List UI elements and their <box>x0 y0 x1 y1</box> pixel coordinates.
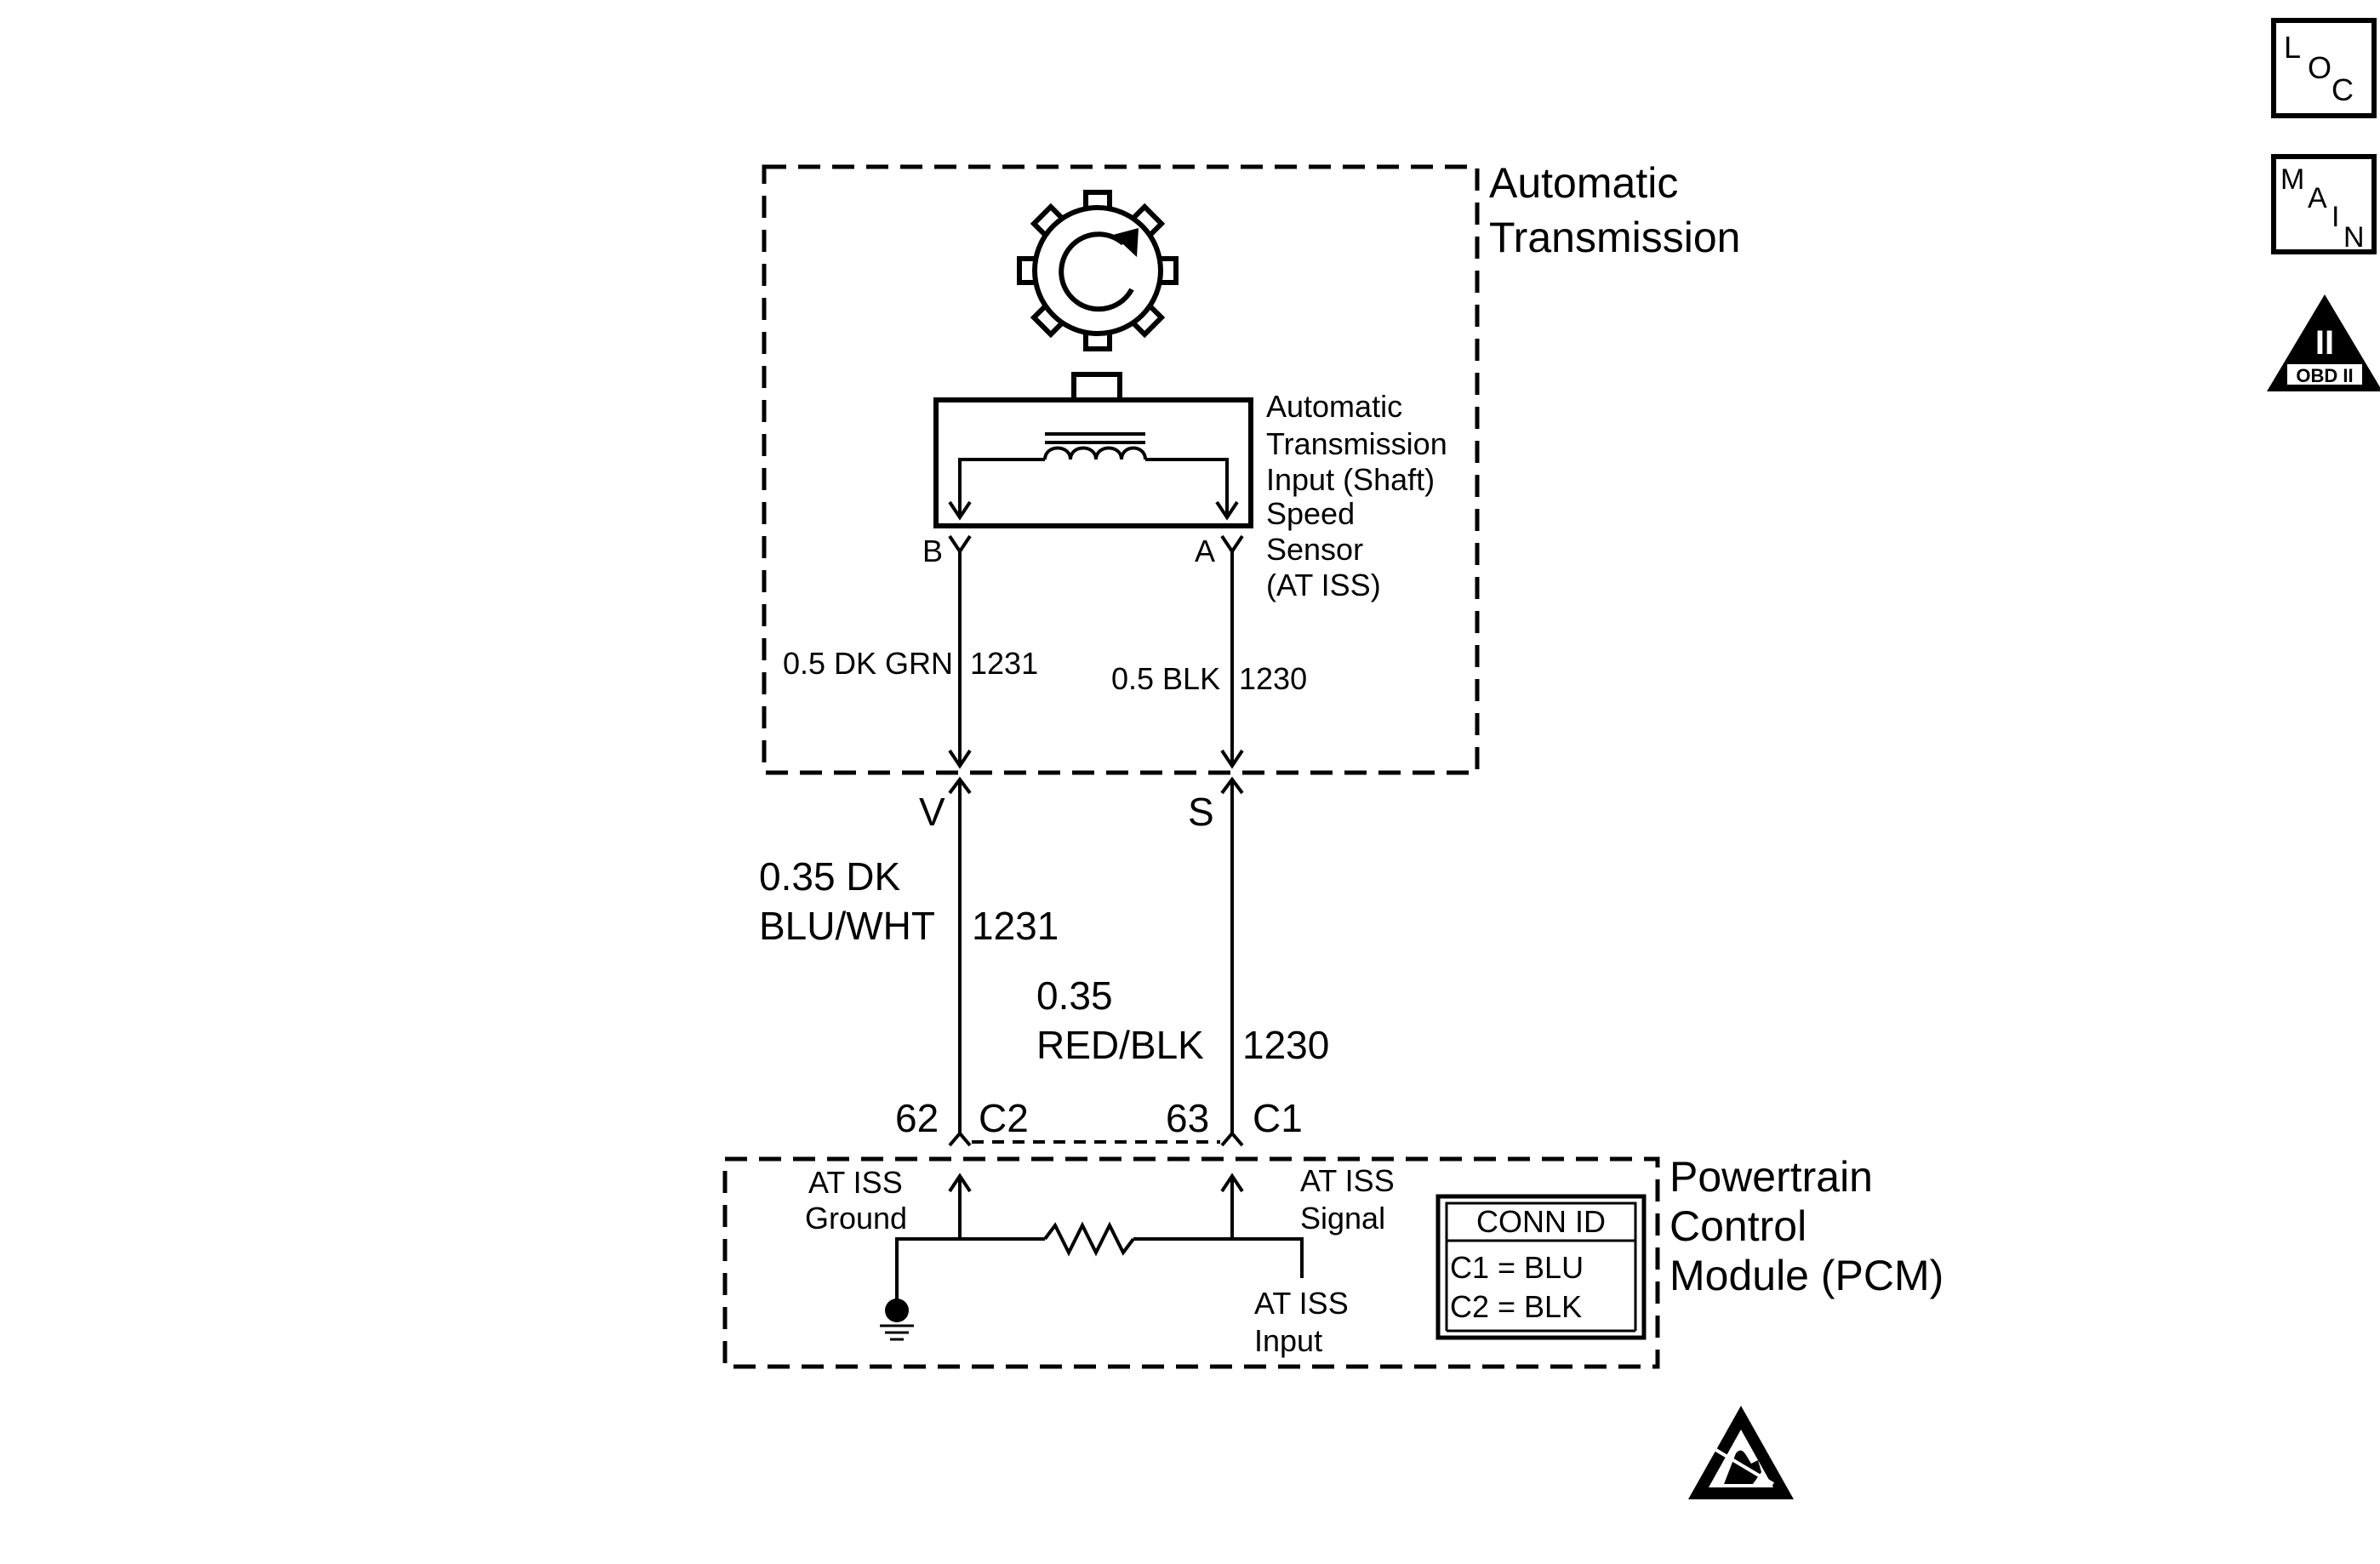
pcm-signal-label-2: Signal <box>1300 1201 1385 1236</box>
conn-id-table <box>1435 1194 1647 1340</box>
sensor-terminal-a <box>1220 534 1244 555</box>
ground-icon <box>880 1299 914 1341</box>
main-badge-n: N <box>2343 221 2365 254</box>
wire-left-circuit-inner: 1231 <box>970 646 1038 681</box>
pcm-terminal-62 <box>948 1130 972 1147</box>
sensor-pin-a: A <box>1195 534 1215 568</box>
sensor-label-line-6: (AT ISS) <box>1266 568 1381 602</box>
main-badge <box>2271 154 2377 254</box>
esd-warning-icon <box>1688 1406 1794 1499</box>
sensor-label-line-3: Input (Shaft) <box>1266 462 1435 497</box>
wire-left-color-outer-1: 0.35 DK <box>759 854 901 899</box>
at-title-line-2: Transmission <box>1489 214 1740 261</box>
pcm-internal-bus-right <box>1133 1237 1304 1278</box>
pcm-terminal-63 <box>1220 1130 1244 1147</box>
connector-s-label: S <box>1188 790 1214 834</box>
automatic-transmission-boundary <box>762 164 1480 775</box>
obd-ii-label: OBD II <box>2296 365 2353 386</box>
main-badge-m: M <box>2280 163 2304 196</box>
pcm-title-line-1: Powertrain <box>1669 1153 1873 1201</box>
pcm-input-label-2: Input <box>1254 1323 1322 1358</box>
pcm-pin-63: 63 <box>1166 1096 1209 1140</box>
gear-rotation-icon <box>1017 190 1179 351</box>
wire-left-color-outer-2: BLU/WHT <box>759 904 935 948</box>
sensor-label-line-1: Automatic <box>1266 389 1402 424</box>
at-title-line-1: Automatic <box>1489 159 1678 207</box>
pcm-connector-c1: C1 <box>1253 1096 1303 1140</box>
loc-badge-c: C <box>2331 72 2354 107</box>
wire-left-circuit-outer: 1231 <box>972 904 1059 948</box>
obd-ii-numeral: II <box>2315 324 2334 362</box>
loc-badge-l: L <box>2284 30 2301 65</box>
wire-right-color-outer-2: RED/BLK <box>1036 1023 1204 1067</box>
sensor-pin-b: B <box>922 534 943 568</box>
conn-id-header: CONN ID <box>1476 1204 1606 1239</box>
pcm-ground-label-1: AT ISS <box>808 1165 903 1200</box>
wire-right-circuit-outer: 1230 <box>1242 1023 1329 1067</box>
pcm-pin-62: 62 <box>895 1096 939 1140</box>
pcm-input-label-1: AT ISS <box>1254 1286 1349 1321</box>
pcm-title-line-2: Control <box>1669 1202 1806 1250</box>
wire-right-color-outer-1: 0.35 <box>1036 973 1113 1018</box>
pcm-ground-arrow <box>948 1173 972 1193</box>
wire-left-color-inner: 0.5 DK GRN <box>783 646 953 681</box>
pcm-signal-arrow <box>1220 1173 1244 1193</box>
pcm-title-line-3: Module (PCM) <box>1669 1252 1943 1299</box>
pcm-connector-c2: C2 <box>979 1096 1029 1140</box>
wire-right-circuit-inner: 1230 <box>1239 661 1307 696</box>
sensor-tab <box>1071 372 1122 402</box>
pcm-signal-label-1: AT ISS <box>1300 1163 1395 1198</box>
pcm-boundary <box>722 1156 1660 1369</box>
resistor-icon <box>1043 1221 1135 1257</box>
connector-v-label: V <box>919 790 945 834</box>
conn-id-row-c2: C2 = BLK <box>1450 1289 1582 1324</box>
coil-sensor-icon <box>948 432 1239 521</box>
loc-badge <box>2271 18 2377 118</box>
sensor-label-line-5: Sensor <box>1266 532 1363 567</box>
sensor-label-line-4: Speed <box>1266 496 1355 531</box>
pcm-internal-bus <box>895 1237 1045 1302</box>
pcm-ground-label-2: Ground <box>805 1201 907 1236</box>
sensor-terminal-b <box>948 534 972 555</box>
wire-right-color-inner: 0.5 BLK <box>1111 661 1220 696</box>
main-badge-a: A <box>2308 182 2327 214</box>
speed-sensor-body <box>933 397 1253 528</box>
loc-badge-o: O <box>2308 50 2331 85</box>
main-badge-i: I <box>2331 201 2339 233</box>
conn-id-row-c1: C1 = BLU <box>1450 1250 1584 1285</box>
obd-ii-badge-icon <box>2267 294 2380 391</box>
sensor-label-line-2: Transmission <box>1266 426 1447 461</box>
